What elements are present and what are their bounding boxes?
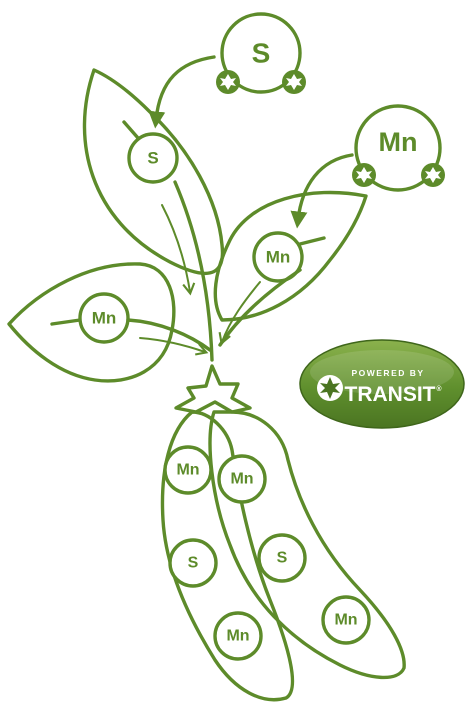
molecule-s-label: S <box>252 38 271 69</box>
transit-logo-icon <box>317 375 343 401</box>
leaf-s-circle <box>127 132 179 184</box>
leaf-mn-left-circle <box>78 292 130 344</box>
leaf-mn-left-label: Mn <box>92 309 117 328</box>
calyx <box>174 364 252 414</box>
leaf-top-left <box>82 68 225 275</box>
manganese-molecule-icon: Mn <box>352 104 445 192</box>
leaf-top-right <box>213 190 368 322</box>
transit-badge: POWERED BY TRANSIT ® <box>299 339 465 429</box>
pod-right-s: S <box>277 550 288 567</box>
pod-right-mn-1: Mn <box>230 471 253 488</box>
sulfur-molecule-icon: S <box>216 12 306 94</box>
arrow-icon <box>290 153 354 229</box>
pod-right <box>208 410 406 680</box>
leaf-mn-circle <box>252 231 304 283</box>
leaf-mn-label: Mn <box>266 248 291 267</box>
arrow-icon <box>139 337 209 356</box>
powered-by-text: POWERED BY <box>351 368 424 378</box>
pod-left-mn-1: Mn <box>176 462 199 479</box>
molecule-mn-label: Mn <box>379 127 418 157</box>
arrow-icon <box>161 204 196 296</box>
pod-left-mn-2: Mn <box>226 628 249 645</box>
pod-right-mn-2: Mn <box>334 612 357 629</box>
plant-stem <box>173 180 214 362</box>
transit-brand-text: TRANSIT <box>345 383 436 406</box>
arrow-icon <box>148 55 216 129</box>
leaf-s-label: S <box>147 149 158 168</box>
registered-mark: ® <box>436 385 442 393</box>
pod-left-s: S <box>188 555 199 572</box>
